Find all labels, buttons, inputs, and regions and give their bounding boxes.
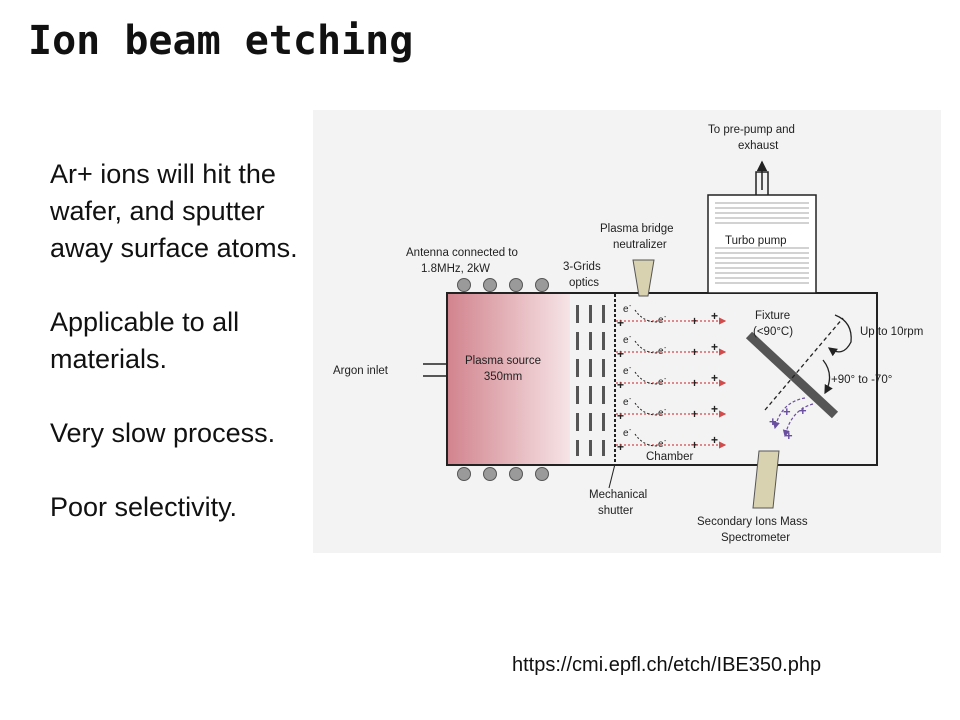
bullet-item: Very slow process. bbox=[50, 418, 276, 448]
ion-plus-mark: + bbox=[711, 402, 718, 416]
electron-sup: - bbox=[664, 407, 667, 414]
diagram-svg: Plasma source 350mm Argon inlet Antenna … bbox=[333, 124, 923, 544]
ion-beam-etcher-diagram: Plasma source 350mm Argon inlet Antenna … bbox=[313, 110, 941, 553]
svg-text:+: + bbox=[799, 403, 807, 418]
electron-label: e bbox=[623, 366, 629, 377]
electron-sup: - bbox=[664, 314, 667, 321]
neutralizer-label-2: neutralizer bbox=[613, 239, 667, 251]
svg-text:+: + bbox=[783, 404, 791, 419]
ion-beam-rows: e-e-+++e-e-+++e-e-+++e-e-+++e-e-+++ bbox=[616, 303, 727, 454]
ion-plus-mark: + bbox=[617, 409, 624, 423]
secondary-ion-paths bbox=[772, 397, 814, 438]
shutter-leader bbox=[608, 463, 616, 489]
sims-label-1: Secondary Ions Mass bbox=[697, 516, 808, 528]
ion-plus-mark: + bbox=[617, 316, 624, 330]
argon-inlet-pipe bbox=[423, 363, 447, 377]
electron-path bbox=[634, 371, 658, 385]
tilt-label: +90° to -70° bbox=[831, 374, 892, 386]
svg-text:+: + bbox=[769, 414, 777, 429]
electron-sup: - bbox=[664, 376, 667, 383]
slide-title: Ion beam etching bbox=[28, 18, 414, 64]
source-url[interactable]: https://cmi.epfl.ch/etch/IBE350.php bbox=[512, 654, 822, 676]
electron-label: e bbox=[623, 304, 629, 315]
electron-path bbox=[634, 433, 658, 447]
turbo-pump bbox=[707, 194, 817, 294]
ion-plus-mark: + bbox=[617, 440, 624, 454]
electron-sup: - bbox=[664, 438, 667, 445]
plasma-bridge-neutralizer bbox=[632, 259, 655, 297]
electron-path bbox=[634, 340, 658, 354]
fixture-label-2: (<90°C) bbox=[753, 326, 793, 338]
electron-label: e bbox=[623, 428, 629, 439]
ion-plus-mark: + bbox=[711, 433, 718, 447]
wafer-fixture bbox=[745, 331, 839, 419]
electron-label: e bbox=[623, 335, 629, 346]
antenna-label-2: 1.8MHz, 2kW bbox=[421, 263, 490, 275]
shutter-label-1: Mechanical bbox=[589, 489, 647, 501]
ion-plus-mark: + bbox=[691, 345, 698, 359]
ion-plus-mark: + bbox=[711, 340, 718, 354]
turbo-pump-label: Turbo pump bbox=[725, 235, 787, 247]
tilt-axis bbox=[764, 317, 844, 411]
ion-plus-mark: + bbox=[691, 438, 698, 452]
plasma-source-label-2: 350mm bbox=[484, 371, 522, 383]
grids-label-2: optics bbox=[569, 277, 599, 289]
grids-label-1: 3-Grids bbox=[563, 261, 601, 273]
fixture-label-1: Fixture bbox=[755, 310, 790, 322]
svg-text:+: + bbox=[785, 428, 793, 443]
electron-sup: - bbox=[629, 427, 632, 434]
bullet-list: Ar+ ions will hit the wafer, and sputter… bbox=[50, 156, 300, 526]
ion-plus-mark: + bbox=[711, 309, 718, 323]
electron-path bbox=[634, 309, 658, 323]
electron-label: e bbox=[623, 397, 629, 408]
electron-sup: - bbox=[629, 396, 632, 403]
electron-sup: - bbox=[629, 365, 632, 372]
tilt-arrow bbox=[822, 359, 833, 395]
bullet-item: Applicable to all materials. bbox=[50, 307, 240, 374]
electron-sup: - bbox=[629, 334, 632, 341]
antenna-coils-bottom bbox=[457, 467, 549, 481]
chamber-outline bbox=[446, 292, 878, 466]
ion-plus-mark: + bbox=[711, 371, 718, 385]
exhaust-label-1: To pre-pump and bbox=[708, 124, 795, 136]
ion-plus-mark: + bbox=[617, 347, 624, 361]
bullet-item: Ar+ ions will hit the wafer, and sputter… bbox=[50, 159, 298, 263]
grid-optics bbox=[576, 305, 605, 456]
sims-spectrometer bbox=[752, 450, 780, 509]
neutralizer-label-1: Plasma bridge bbox=[600, 223, 674, 235]
ion-plus-mark: + bbox=[691, 376, 698, 390]
secondary-ion-marks: + + + + bbox=[769, 403, 807, 443]
rotation-label: Up to 10rpm bbox=[860, 326, 923, 338]
plasma-source-label-1: Plasma source bbox=[465, 355, 541, 367]
shutter-label-2: shutter bbox=[598, 505, 633, 517]
electron-sup: - bbox=[629, 303, 632, 310]
ion-plus-mark: + bbox=[691, 407, 698, 421]
ion-plus-mark: + bbox=[617, 378, 624, 392]
rotation-arrow bbox=[827, 314, 852, 357]
chamber-label: Chamber bbox=[646, 451, 693, 463]
ion-plus-mark: + bbox=[691, 314, 698, 328]
electron-path bbox=[634, 402, 658, 416]
sims-label-2: Spectrometer bbox=[721, 532, 790, 544]
bullet-item: Poor selectivity. bbox=[50, 492, 238, 522]
antenna-label-1: Antenna connected to bbox=[406, 247, 518, 259]
plasma-source bbox=[448, 294, 570, 464]
antenna-coils-top bbox=[457, 278, 549, 292]
turbo-pump-hatching bbox=[715, 202, 809, 284]
argon-inlet-label: Argon inlet bbox=[333, 365, 389, 377]
exhaust-label-2: exhaust bbox=[738, 140, 779, 152]
electron-sup: - bbox=[664, 345, 667, 352]
